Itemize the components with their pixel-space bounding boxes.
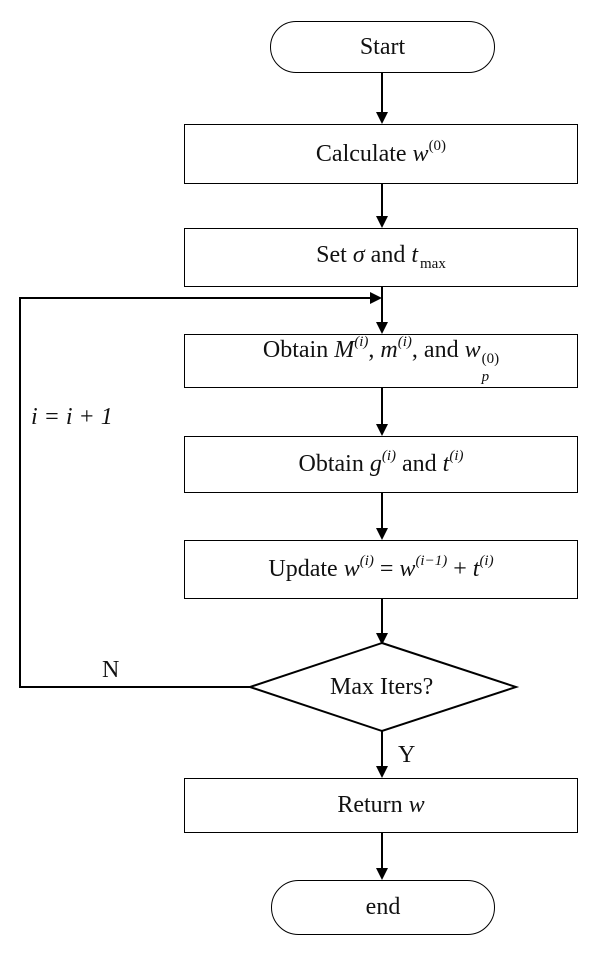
loop-increment-label: i = i + 1	[31, 404, 113, 430]
end-node: end	[271, 880, 495, 935]
update-box: Update w(i) = w(i−1) + t(i)	[184, 540, 578, 599]
decision-diamond	[246, 641, 520, 733]
start-label: Start	[359, 33, 406, 60]
obtain-g-box: Obtain g(i) and t(i)	[184, 436, 578, 493]
obtain-m-box: Obtain M(i), m(i), and w(0)p	[184, 334, 578, 388]
no-label: N	[102, 657, 120, 683]
obtain-g-label: Obtain g(i) and t(i)	[298, 448, 464, 478]
obtain-m-label: Obtain M(i), m(i), and w(0)p	[262, 334, 500, 385]
end-label: end	[365, 894, 401, 920]
return-label: Return w	[337, 792, 425, 818]
return-box: Return w	[184, 778, 578, 833]
calculate-box: Calculate w(0)	[184, 124, 578, 184]
calculate-label: Calculate w(0)	[315, 137, 447, 167]
loop-back-line	[19, 292, 382, 688]
update-label: Update w(i) = w(i−1) + t(i)	[268, 553, 494, 583]
yes-label: Y	[398, 742, 416, 768]
start-node: Start	[270, 21, 495, 73]
decision-label: Max Iters?	[330, 674, 434, 700]
